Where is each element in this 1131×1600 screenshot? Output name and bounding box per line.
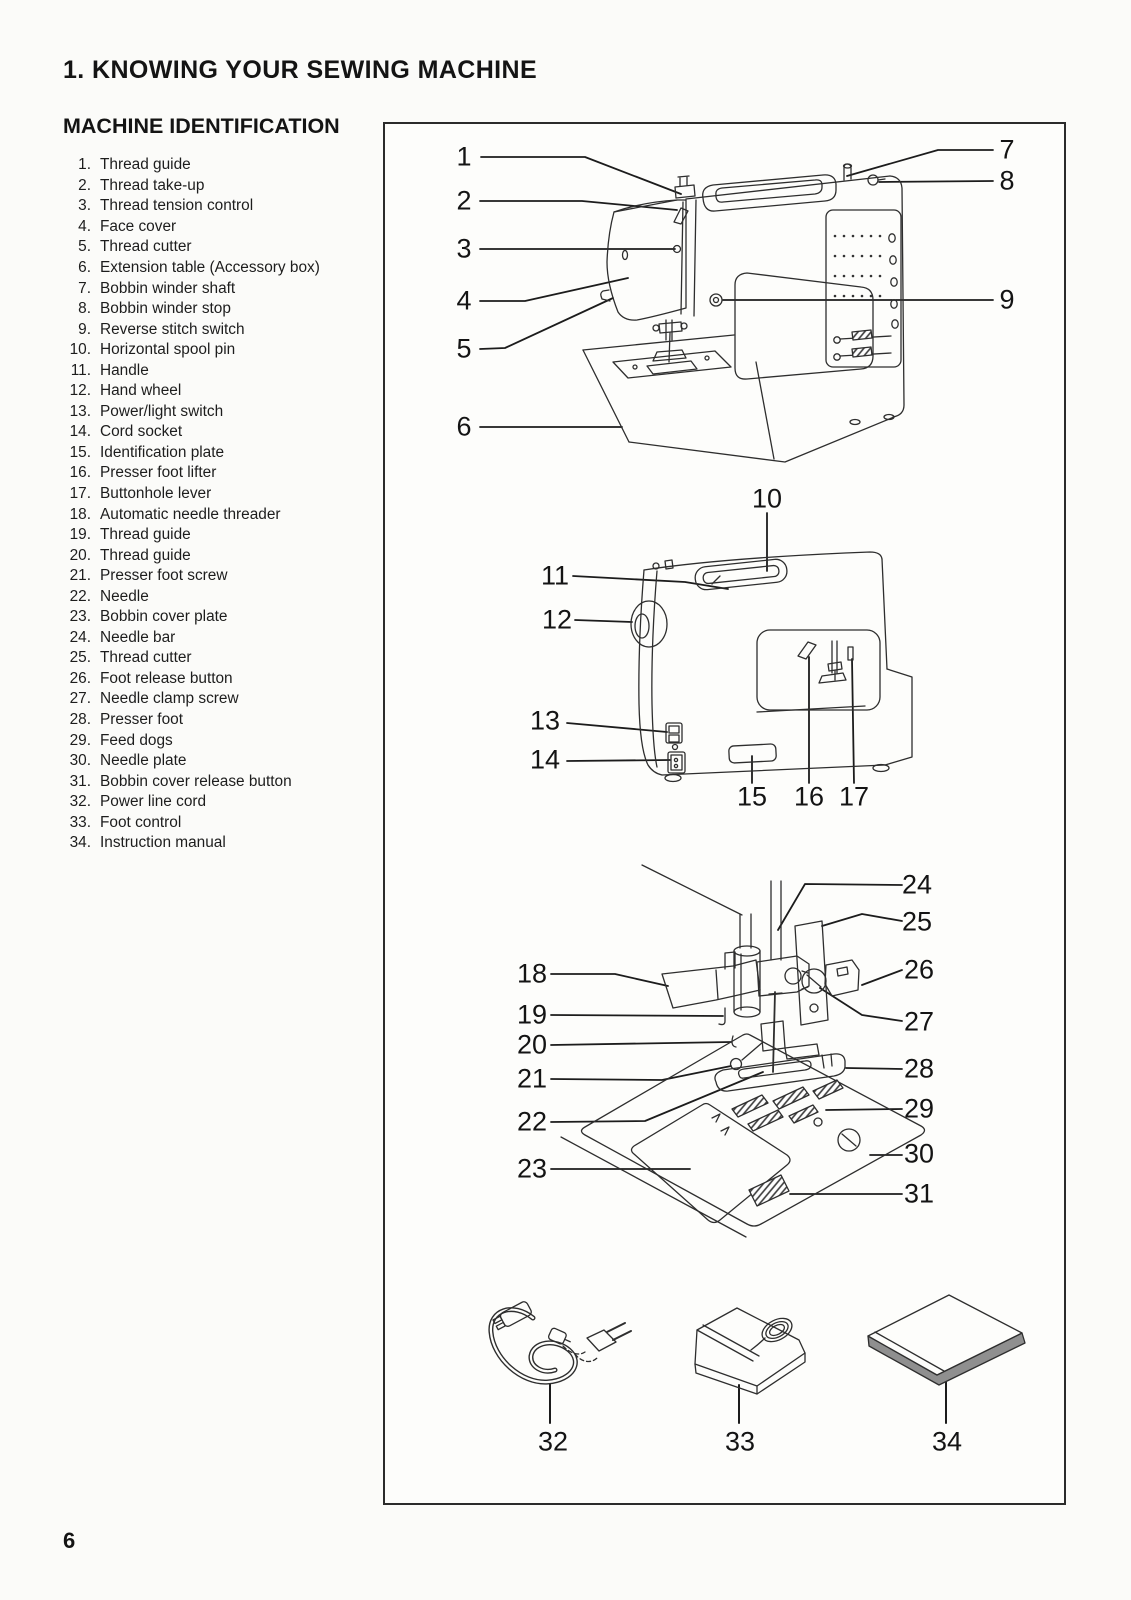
needle-area-leader-lines: [550, 883, 903, 1195]
parts-list-item: 19.Thread guide: [69, 526, 191, 544]
parts-list-item: 9.Reverse stitch switch: [78, 320, 245, 338]
parts-list-item: 21.Presser foot screw: [69, 567, 228, 585]
callout-23: 23: [516, 1153, 548, 1184]
parts-list-item: 33.Foot control: [69, 813, 182, 831]
callout-33: 33: [724, 1426, 756, 1457]
parts-list-item: 32.Power line cord: [69, 793, 207, 811]
parts-list-item: 10.Horizontal spool pin: [69, 341, 236, 359]
parts-list-item: 8.Bobbin winder stop: [78, 300, 231, 318]
callout-21: 21: [516, 1063, 548, 1094]
callout-11: 11: [540, 560, 570, 591]
power-cord-drawing: [488, 1301, 632, 1385]
parts-list-item: 34.Instruction manual: [69, 834, 226, 852]
callout-24: 24: [901, 869, 933, 900]
diagram-panel: 1 2 3 4 5 6 7 8 9 10 11 12 13 14 15 16 1…: [383, 122, 1066, 1505]
callout-22: 22: [516, 1106, 548, 1137]
callout-26: 26: [903, 954, 935, 985]
parts-list-item: 26.Foot release button: [69, 669, 233, 687]
callout-25: 25: [901, 906, 933, 937]
parts-list: 1.Thread guide 2.Thread take-up 3.Thread…: [63, 155, 375, 854]
callout-34: 34: [931, 1426, 963, 1457]
callout-6: 6: [456, 411, 472, 442]
foot-control-drawing: [694, 1307, 806, 1395]
parts-list-item: 7.Bobbin winder shaft: [78, 279, 236, 297]
parts-list-item: 17.Buttonhole lever: [69, 485, 212, 503]
callout-28: 28: [903, 1053, 935, 1084]
callout-5: 5: [456, 333, 472, 364]
callout-19: 19: [516, 999, 548, 1030]
parts-list-item: 24.Needle bar: [69, 628, 176, 646]
callout-1: 1: [456, 141, 472, 172]
callout-16: 16: [793, 781, 825, 812]
callout-20: 20: [516, 1029, 548, 1060]
parts-list-item: 5.Thread cutter: [78, 238, 192, 256]
callout-18: 18: [516, 958, 548, 989]
parts-list-item: 2.Thread take-up: [78, 176, 205, 194]
callout-31: 31: [903, 1178, 935, 1209]
parts-list-item: 20.Thread guide: [69, 546, 191, 564]
parts-list-item: 30.Needle plate: [69, 752, 187, 770]
front-view-leader-lines: [479, 149, 994, 428]
callout-8: 8: [999, 165, 1015, 196]
parts-list-item: 3.Thread tension control: [78, 197, 254, 215]
callout-9: 9: [999, 284, 1015, 315]
instruction-manual-drawing: [867, 1294, 1026, 1386]
parts-list-item: 22.Needle: [69, 587, 149, 605]
parts-list-item: 16.Presser foot lifter: [69, 464, 217, 482]
callout-10: 10: [751, 483, 783, 514]
parts-list-item: 31.Bobbin cover release button: [69, 772, 292, 790]
callout-2: 2: [456, 185, 472, 216]
callout-17: 17: [838, 781, 870, 812]
parts-list-item: 29.Feed dogs: [69, 731, 173, 749]
callout-14: 14: [529, 744, 561, 775]
callout-15: 15: [736, 781, 768, 812]
parts-list-item: 12.Hand wheel: [69, 382, 182, 400]
callout-27: 27: [903, 1006, 935, 1037]
parts-list-item: 28.Presser foot: [69, 711, 183, 729]
needle-area-diagram: [550, 864, 926, 1238]
parts-list-item: 13.Power/light switch: [69, 402, 224, 420]
machine-diagrams: [479, 149, 1026, 1424]
parts-list-item: 4.Face cover: [78, 217, 177, 235]
parts-list-item: 15.Identification plate: [69, 443, 225, 461]
parts-list-item: 27.Needle clamp screw: [69, 690, 239, 708]
parts-list-item: 1.Thread guide: [78, 156, 191, 174]
rear-view-diagram: [566, 512, 913, 784]
rear-view-leader-lines: [566, 512, 855, 784]
callout-29: 29: [903, 1093, 935, 1124]
parts-list-item: 14.Cord socket: [69, 423, 183, 441]
section-heading: MACHINE IDENTIFICATION: [63, 114, 340, 138]
callout-4: 4: [456, 285, 472, 316]
parts-list-item: 11.Handle: [70, 361, 149, 379]
parts-list-item: 6.Extension table (Accessory box): [78, 259, 320, 276]
accessory-leader-lines: [549, 1373, 947, 1424]
callout-32: 32: [537, 1426, 569, 1457]
parts-list-item: 25.Thread cutter: [69, 649, 192, 667]
callout-3: 3: [456, 233, 472, 264]
callout-7: 7: [999, 134, 1015, 165]
page-number: 6: [63, 1528, 76, 1553]
parts-list-item: 23.Bobbin cover plate: [69, 608, 228, 626]
front-view-diagram: [479, 149, 994, 463]
callout-12: 12: [541, 604, 573, 635]
page-title: 1. KNOWING YOUR SEWING MACHINE: [63, 56, 538, 84]
callout-30: 30: [903, 1138, 935, 1169]
parts-list-item: 18.Automatic needle threader: [69, 505, 281, 523]
accessories-diagram: [488, 1294, 1026, 1424]
callout-13: 13: [529, 705, 561, 736]
